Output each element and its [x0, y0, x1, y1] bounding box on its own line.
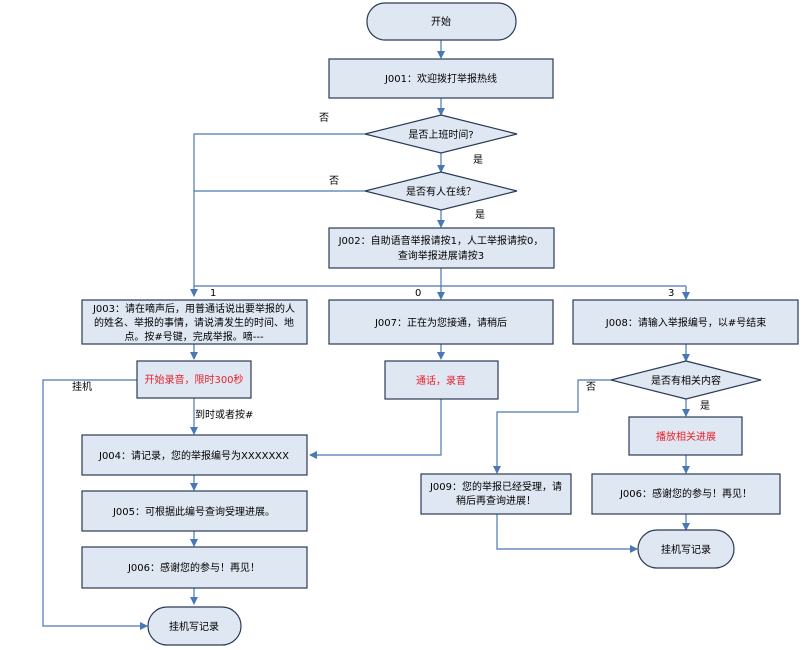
node-labels: 开始 J001：欢迎拨打举报热线 是否上班时间? 是否有人在线？ J002：自助… [92, 15, 766, 633]
edge-call-j004 [309, 399, 442, 459]
start-recording-label: 开始录音，限时300秒 [144, 373, 243, 386]
j002-box [328, 227, 555, 269]
edge-label-hangup: 挂机 [72, 380, 92, 393]
j003-box [81, 299, 308, 345]
edge-label-timeout-or-key: 到时或者按# [195, 408, 253, 421]
j006-left-box [81, 546, 308, 589]
call-label: 通话，录音 [416, 374, 466, 387]
start-recording-box [136, 360, 252, 399]
play-progress-box [628, 416, 743, 456]
j006-left-label: J006：感谢您的参与！再见！ [127, 561, 260, 574]
play-progress-label: 播放相关进展 [656, 430, 716, 443]
start-label: 开始 [431, 15, 451, 28]
call-box [384, 360, 499, 400]
j004-label: J004：请记录，您的举报编号为XXXXXXX [98, 449, 289, 462]
j003-label-line3: 点。按#号键，完成举报。嘀--- [124, 330, 264, 343]
edge-q-content-no [493, 379, 611, 474]
edge-label-option-0: 0 [415, 288, 421, 299]
q-work-time-label: 是否上班时间? [408, 128, 473, 141]
edge-label-yes-content: 是 [700, 400, 710, 412]
nodes [81, 2, 799, 646]
j003-label-line1: J003：请在嘀声后，用普通话说出要举报的人 [92, 302, 295, 315]
j002-label-line1: J002：自助语音举报请按1，人工举报请按0， [338, 234, 544, 247]
edge-hangup [42, 379, 148, 630]
start-terminator [366, 2, 517, 41]
j008-box [572, 299, 799, 345]
q-has-content-diamond [610, 360, 762, 400]
edges [42, 40, 690, 630]
q-agent-online-label: 是否有人在线？ [406, 185, 476, 198]
q-agent-online-diamond [364, 171, 518, 211]
j009-label-line1: J009：您的举报已经受理，请 [429, 480, 562, 493]
j005-label: J005：可根据此编号查询受理进展。 [112, 505, 275, 518]
edge-label-no-agent: 否 [329, 175, 339, 187]
j001-label: J001：欢迎拨打举报热线 [384, 72, 497, 85]
j006-right-label: J006：感谢您的参与！再见！ [619, 487, 752, 500]
edge-label-no-content: 否 [586, 381, 596, 393]
j004-box [81, 434, 308, 476]
j007-box [328, 299, 554, 345]
j005-box [81, 490, 308, 532]
j009-label-line2: 稍后再查询进展！ [456, 494, 536, 507]
hangup-left-terminator [147, 606, 242, 646]
edge-label-no-work-time: 否 [319, 112, 329, 124]
edge-j009-hangup [496, 514, 638, 553]
edge-label-yes-agent: 是 [475, 209, 485, 221]
j009-box [420, 473, 572, 515]
j006-right-box [591, 473, 781, 515]
hangup-right-terminator [637, 529, 735, 569]
j003-label-line2: 的姓名、举报的事情，请说清发生的时间、地 [94, 316, 294, 329]
q-work-time-diamond [364, 114, 518, 154]
j001-box [328, 58, 554, 99]
edge-label-option-3: 3 [668, 288, 674, 299]
edge-labels: 否 是 否 是 1 0 3 挂机 到时或者按# 否 是 [72, 112, 710, 421]
q-has-content-label: 是否有相关内容 [651, 374, 721, 387]
edge-label-yes-work-time: 是 [473, 154, 483, 166]
j002-label-line2: 查询举报进展请按3 [398, 249, 484, 262]
j007-label: J007：正在为您接通，请稍后 [374, 316, 507, 329]
j008-label: J008：请输入举报编号，以#号结束 [605, 316, 766, 329]
hangup-right-label: 挂机写记录 [661, 543, 711, 556]
hangup-left-label: 挂机写记录 [169, 620, 219, 633]
edge-q-work-time-no [190, 133, 365, 297]
edge-label-option-1: 1 [210, 288, 216, 299]
